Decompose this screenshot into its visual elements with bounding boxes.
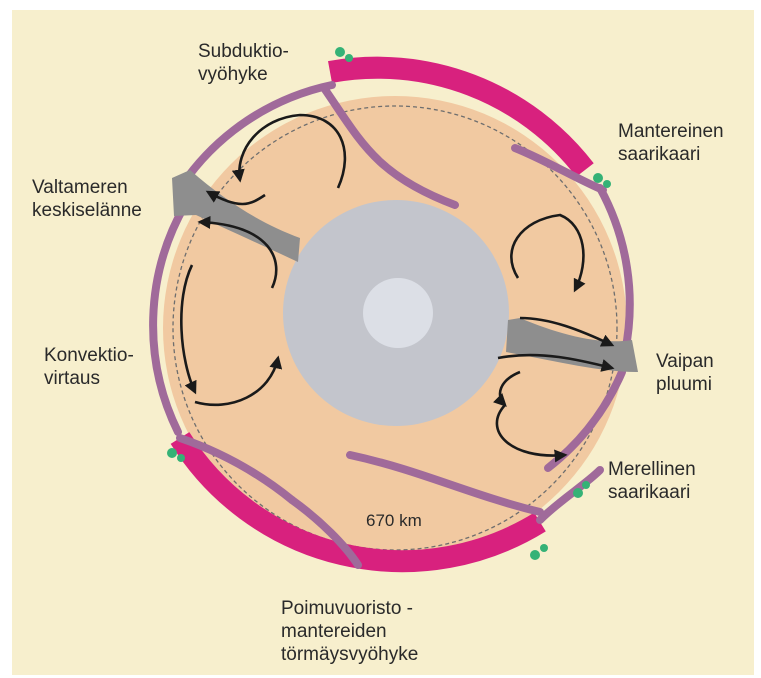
label-depth-670km: 670 km <box>366 511 422 531</box>
label-convection-current: Konvektio- virtaus <box>44 344 134 390</box>
label-subduction-zone: Subduktio- vyöhyke <box>198 40 289 86</box>
label-oceanic-arc: Merellinen saarikaari <box>608 458 696 504</box>
label-mid-ocean-ridge: Valtameren keskiselänne <box>32 176 142 222</box>
label-continental-arc: Mantereinen saarikaari <box>618 120 724 166</box>
inner-core <box>363 278 433 348</box>
label-mantle-plume: Vaipan pluumi <box>656 350 714 396</box>
label-collision-zone: Poimuvuoristo - mantereiden törmäysvyöhy… <box>281 597 418 666</box>
